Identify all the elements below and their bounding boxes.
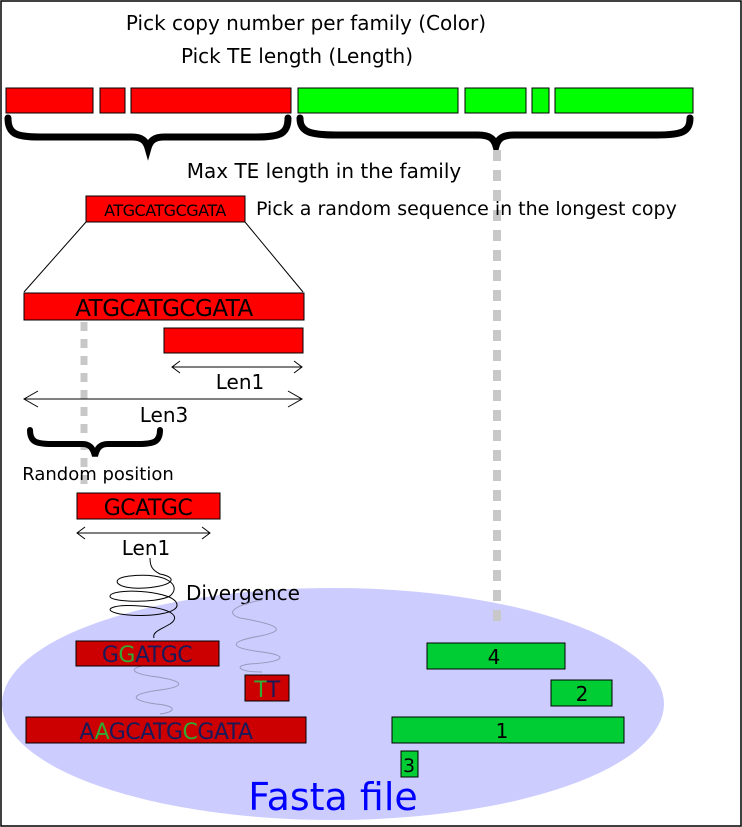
label-len1-lower: Len1 — [122, 536, 171, 560]
green-family — [297, 87, 694, 114]
len1-arrow — [171, 360, 303, 374]
mutated-full-part-4: C — [183, 720, 198, 745]
divergence-spiral-icon — [109, 557, 178, 639]
fragment-text: GCATGC — [104, 496, 193, 521]
mutated-full-part-3: GCATG — [109, 720, 183, 745]
label-random-position: Random position — [22, 464, 174, 485]
green-copy-3: 3 — [400, 750, 419, 778]
label-fasta-file: Fasta file — [248, 775, 418, 819]
small-sequence-text: ATGCATGCGATA — [104, 201, 226, 220]
mutated-full-box — [25, 716, 307, 744]
mutated-fragment-text: GGATGC — [102, 643, 192, 668]
len1-lower-arrow — [76, 526, 211, 540]
len1-red-bar — [163, 327, 304, 354]
red-copy-bar-1 — [5, 87, 94, 114]
label-max-te-length: Max TE length in the family — [187, 159, 462, 183]
faded-spiral-lower-icon — [134, 663, 180, 715]
fragment-box — [76, 492, 221, 520]
faded-spiral-icon — [232, 599, 281, 673]
red-family — [5, 87, 292, 114]
green-copy-bar-3 — [531, 87, 550, 114]
mutated-full-part-5: GATA — [197, 720, 253, 745]
tt-fragment-text: TT — [253, 678, 281, 703]
large-sequence-box — [23, 292, 305, 321]
label-len1-top: Len1 — [216, 370, 265, 394]
green-copy-3-box — [400, 750, 419, 778]
green-copy-1-label: 1 — [496, 719, 509, 743]
mutated-fragment-box — [75, 640, 220, 667]
mutated-full-part-2: A — [95, 720, 110, 745]
green-copy-3-label: 3 — [403, 755, 415, 777]
mutated-fragment-part-3: ATGC — [135, 643, 192, 668]
tt-fragment-box — [244, 674, 290, 702]
green-copy-2-box — [550, 679, 613, 707]
green-copy-1-box — [391, 716, 625, 744]
label-len3: Len3 — [140, 403, 189, 427]
green-family-brace — [296, 114, 694, 159]
title-pick-copy-number: Pick copy number per family (Color) — [126, 11, 486, 35]
len3-arrow — [22, 390, 304, 408]
mutated-fragment-part-2: G — [118, 643, 135, 668]
tt-fragment-part-1: T — [253, 678, 268, 703]
red-family-brace — [4, 114, 292, 161]
green-copy-4: 4 — [426, 642, 566, 670]
zoom-line-right — [244, 221, 304, 293]
red-copy-bar-2 — [99, 87, 126, 114]
green-copy-4-box — [426, 642, 566, 670]
small-sequence-box — [85, 195, 246, 223]
green-copy-1: 1 — [391, 716, 625, 744]
red-copy-bar-3 — [130, 87, 292, 114]
green-copy-2-label: 2 — [576, 682, 589, 706]
label-divergence: Divergence — [186, 581, 300, 605]
title-pick-te-length: Pick TE length (Length) — [181, 44, 413, 68]
large-sequence-text: ATGCATGCGATA — [75, 296, 253, 322]
zoom-line-left — [23, 221, 87, 293]
mutated-fragment-part-1: G — [102, 643, 119, 668]
random-position-brace — [27, 427, 163, 457]
mutated-full-part-1: A — [79, 720, 94, 745]
mutated-full-text: AAGCATGCGATA — [79, 720, 253, 745]
green-copy-bar-2 — [464, 87, 527, 114]
label-pick-random-sequence: Pick a random sequence in the longest co… — [256, 198, 677, 220]
tt-fragment-part-2: T — [266, 678, 281, 703]
green-copy-4-label: 4 — [488, 645, 501, 669]
green-copy-bar-4 — [554, 87, 694, 114]
green-copy-2: 2 — [550, 679, 613, 707]
green-copy-bar-1 — [297, 87, 459, 114]
